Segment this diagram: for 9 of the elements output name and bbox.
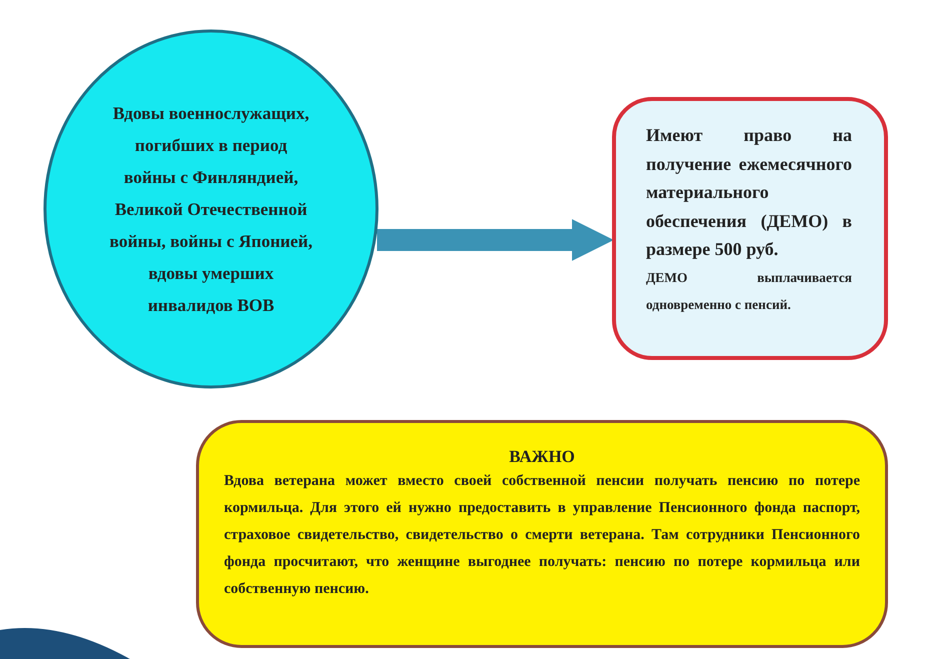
node-text: Имеют право на получение ежемесячного материального обеспечения (ДЕМО) в размере 500 руб.	[646, 124, 852, 261]
node-text: Вдова ветерана может вместо своей собственной пенсии получать пенсию по потере кормильца. Для этого ей нужно предоставить в управление Пенсионного фонда паспорт, страховое свидетельство, свидетельство о смерти ветерана. Там сотрудники Пенсионного фонда просчитают, что женщине выгоднее получать: пенсию по потере кормильца или собственную пенсию.	[224, 472, 860, 599]
oval-shape	[42, 28, 380, 390]
rounded-box	[196, 420, 888, 648]
rounded-box	[612, 97, 888, 360]
node-note: ДЕМО выплачивается одновременно с пенсий.	[646, 268, 852, 314]
node-text: Вдовы военнослужащих, погибших в период войны с Финляндией, Великой Отечественной войны, войны с Японией, вдовы умерших инвалидов ВОВ	[108, 102, 314, 317]
block-arrow	[377, 219, 614, 261]
node-heading: ВАЖНО	[508, 446, 576, 468]
